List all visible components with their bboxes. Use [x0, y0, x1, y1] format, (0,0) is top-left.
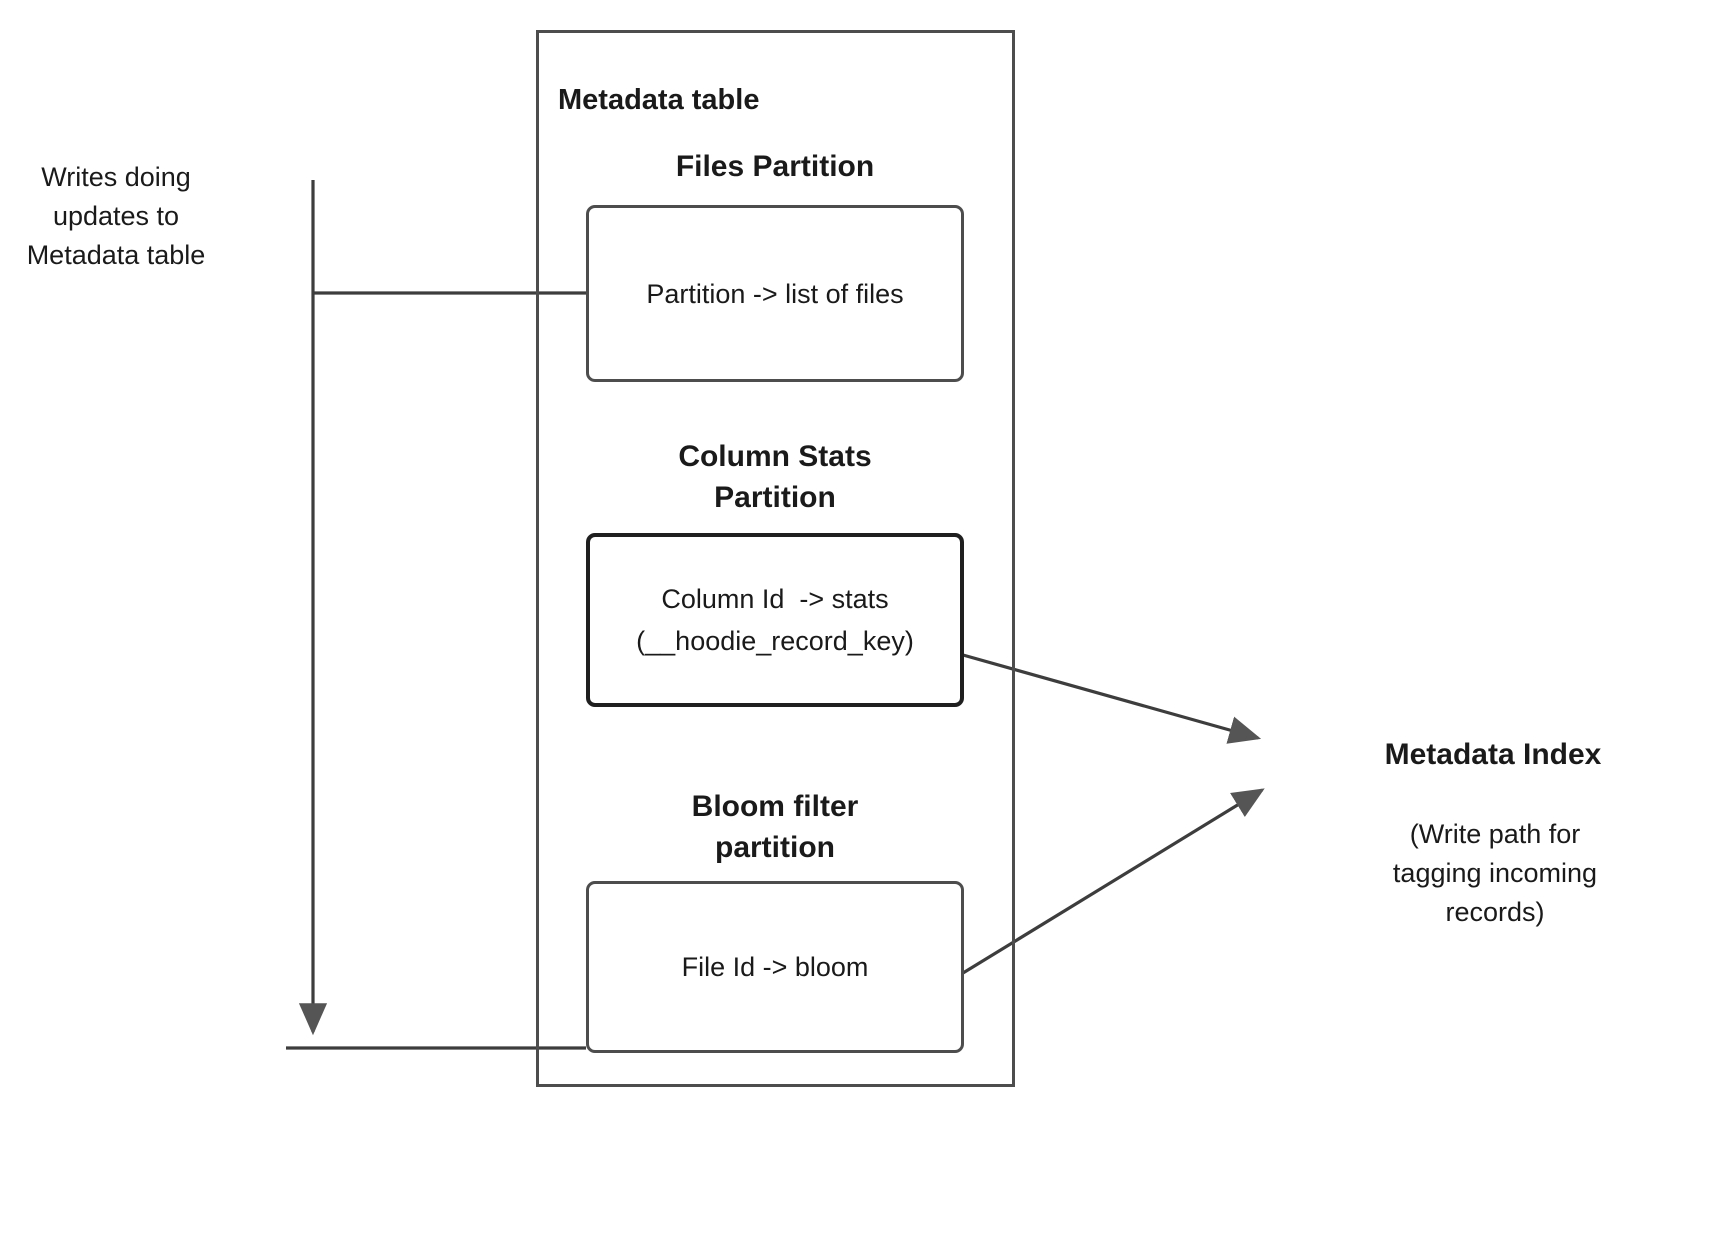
column-stats-partition-box[interactable]: Column Id -> stats (__hoodie_record_key) — [586, 533, 964, 707]
metadata-index-title: Metadata Index — [1384, 738, 1602, 771]
metadata-table-container — [536, 30, 1015, 1087]
files-partition-box[interactable]: Partition -> list of files — [586, 205, 964, 382]
files-partition-box-text: Partition -> list of files — [646, 278, 904, 309]
column-stats-partition-box-text: Column Id -> stats (__hoodie_record_key) — [636, 584, 914, 656]
column-stats-partition-heading: Column Stats Partition — [678, 440, 872, 514]
bloom-filter-partition-box-text: File Id -> bloom — [681, 952, 869, 982]
writes-note-label: Writes doing updates to Metadata table — [26, 162, 206, 270]
bloom-filter-partition-heading: Bloom filter partition — [691, 790, 859, 864]
files-partition-heading: Files Partition — [675, 150, 875, 183]
metadata-index-subtitle: (Write path for tagging incoming records… — [1392, 819, 1598, 927]
bloom-filter-partition-box[interactable]: File Id -> bloom — [586, 881, 964, 1053]
metadata-table-title: Metadata table — [558, 84, 760, 116]
